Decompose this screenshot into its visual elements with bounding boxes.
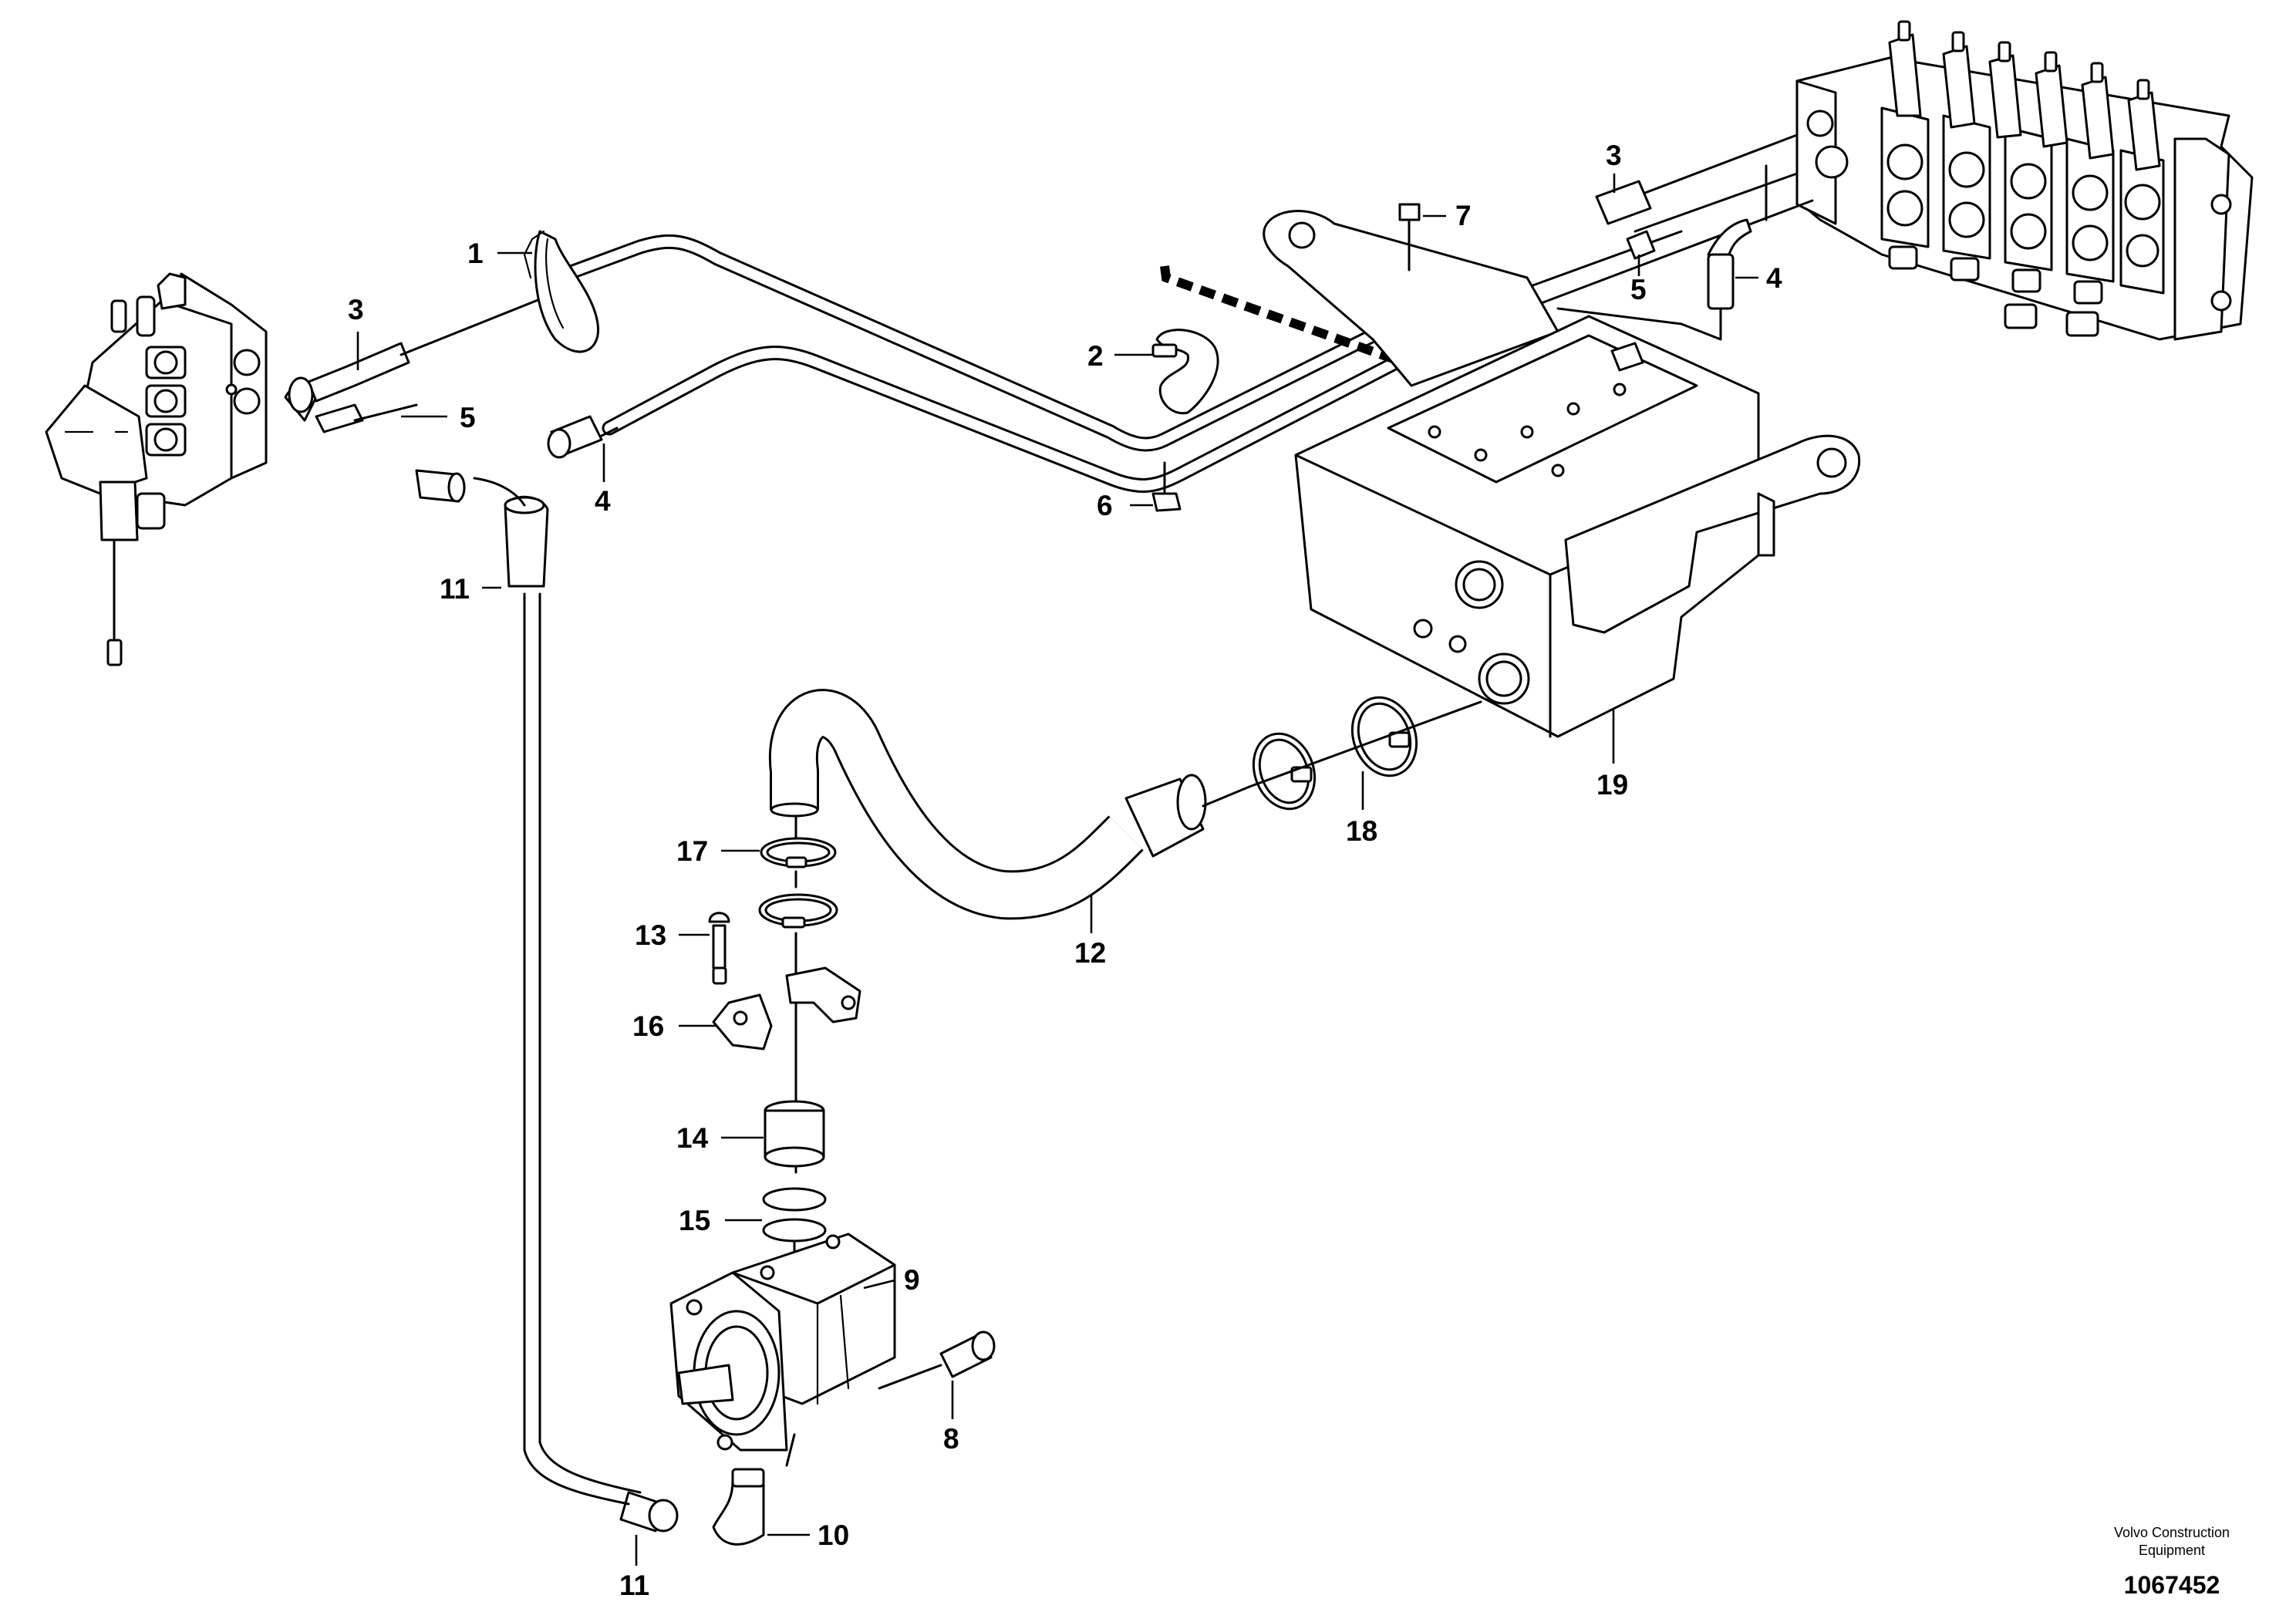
nut-6 xyxy=(1151,461,1182,512)
callout-3-left: 3 xyxy=(348,294,364,325)
callout-17: 17 xyxy=(676,835,708,867)
callout-10: 10 xyxy=(818,1519,849,1551)
clamp-2 xyxy=(1151,329,1219,415)
callout-11-upper: 11 xyxy=(440,573,470,605)
callout-1: 1 xyxy=(467,238,484,269)
callout-6: 6 xyxy=(1097,490,1113,521)
callout-5-left: 5 xyxy=(460,402,476,433)
hydraulic-pump xyxy=(669,1233,896,1467)
callout-4-right: 4 xyxy=(1766,262,1782,294)
tank-assembly xyxy=(1263,210,1861,738)
callout-19: 19 xyxy=(1596,769,1628,801)
drawing-number: 1067452 xyxy=(2124,1571,2220,1599)
callout-7: 7 xyxy=(1455,200,1472,231)
bolt-8 xyxy=(878,1330,996,1390)
callout-18: 18 xyxy=(1346,815,1377,847)
company-name-line1: Volvo Construction xyxy=(2114,1525,2230,1540)
pump-fitting-stack xyxy=(708,816,861,1266)
main-control-valve-block xyxy=(1795,20,2254,341)
pipe-routing xyxy=(559,133,1814,493)
callout-5-right: 5 xyxy=(1630,274,1647,305)
callout-11-lower: 11 xyxy=(619,1570,649,1601)
callout-9: 9 xyxy=(904,1264,920,1296)
left-fittings xyxy=(284,292,619,459)
callout-16: 16 xyxy=(632,1010,664,1042)
suction-hose xyxy=(768,689,1251,920)
company-name-line2: Equipment xyxy=(2139,1543,2205,1558)
callout-leaders xyxy=(356,174,1758,1566)
callout-8: 8 xyxy=(943,1423,959,1455)
right-fittings xyxy=(1556,180,1752,341)
strap-clamp-1 xyxy=(523,230,600,353)
callout-4-left: 4 xyxy=(595,485,611,517)
drawing-stamp: Volvo Construction Equipment 1067452 xyxy=(2114,1525,2230,1599)
callout-2: 2 xyxy=(1087,340,1104,372)
callout-14: 14 xyxy=(676,1122,709,1154)
bolt-7 xyxy=(1398,203,1421,271)
callout-13: 13 xyxy=(635,919,666,951)
hose-clamps xyxy=(1248,696,1482,811)
left-control-valve xyxy=(45,272,268,666)
callout-labels: 1 2 3 3 4 4 5 5 6 7 8 9 10 11 11 12 13 1… xyxy=(348,140,1782,1601)
clamp-strip xyxy=(1160,265,1406,367)
callout-15: 15 xyxy=(679,1205,710,1236)
pump-outlet-fittings xyxy=(523,592,765,1546)
callout-12: 12 xyxy=(1074,937,1106,969)
callout-3-right: 3 xyxy=(1606,140,1622,171)
return-hose-fitting xyxy=(415,469,549,588)
